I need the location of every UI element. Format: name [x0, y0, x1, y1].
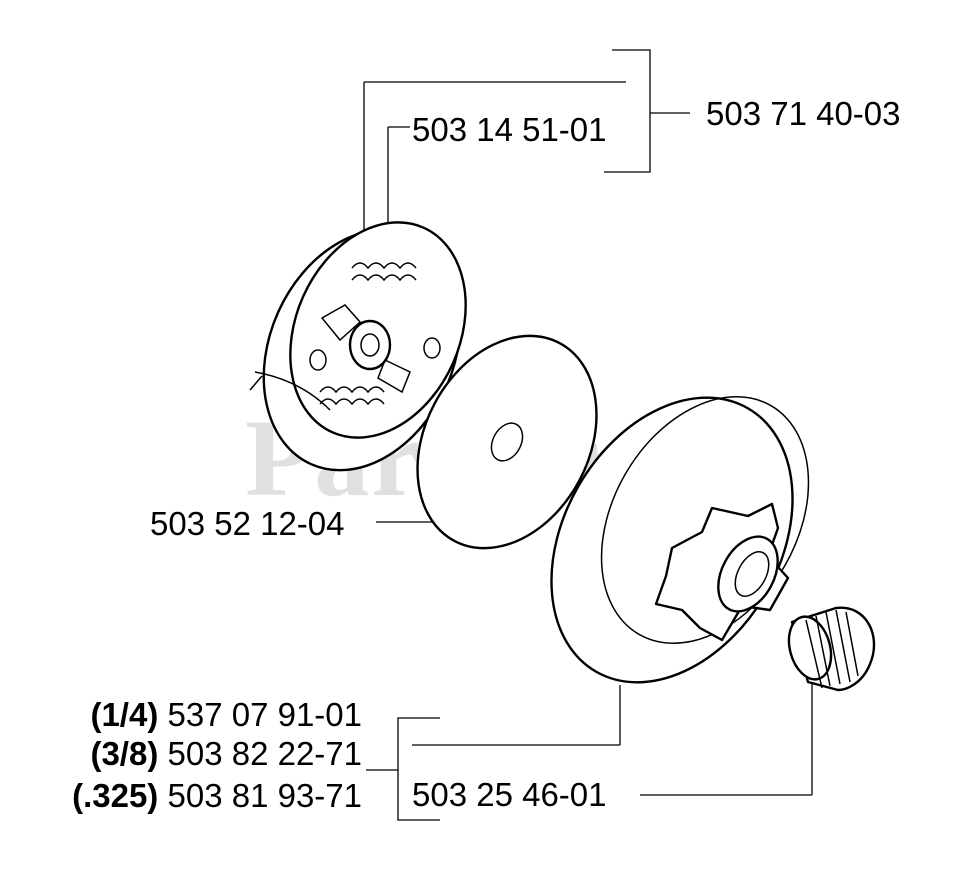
washer-part: [416, 334, 598, 550]
label-assembly: 503 71 40-03: [706, 95, 901, 132]
clutch-spring-top: [351, 262, 417, 282]
label-washer: 503 52 12-04: [150, 505, 345, 542]
label-spring: 503 14 51-01: [412, 111, 607, 148]
needle-bearing-part: [787, 606, 876, 692]
label-sprocket-option: (3/8) 503 82 22-71: [90, 735, 362, 772]
leader-lines: [363, 49, 813, 821]
clutch-shoe-part: [249, 221, 467, 472]
sprocket-part: [654, 502, 790, 642]
clutch-drum-part: [550, 396, 810, 684]
label-sprocket-option: (1/4) 537 07 91-01: [90, 696, 362, 733]
clutch-spring-bottom: [319, 386, 385, 406]
label-sprocket-option: (.325) 503 81 93-71: [72, 777, 362, 814]
label-drum: 503 25 46-01: [412, 776, 607, 813]
